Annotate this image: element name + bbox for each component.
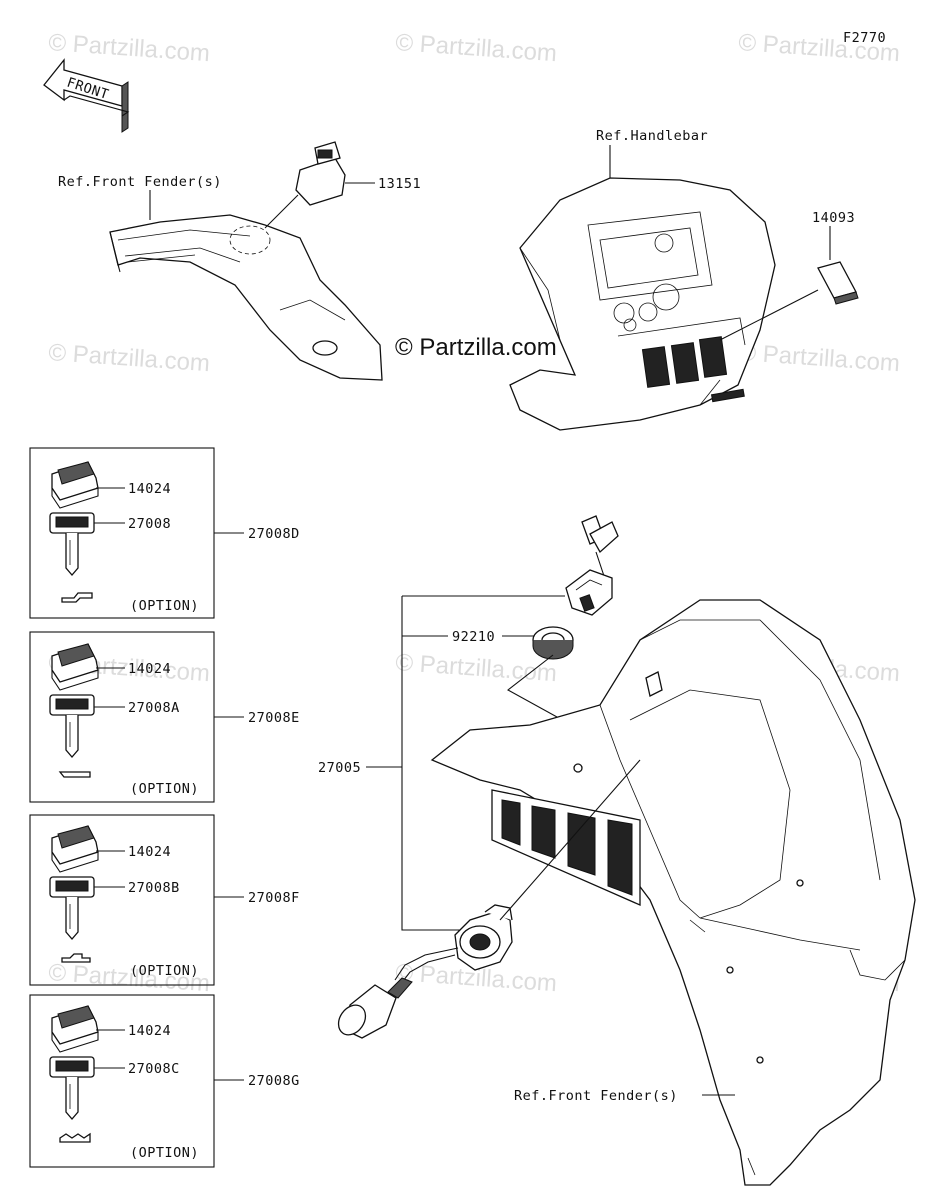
ignition-key-illustration xyxy=(565,515,619,616)
key-cap-part-number: 14024 xyxy=(128,481,171,497)
key-icon xyxy=(49,876,95,940)
watermark: © Partzilla.com xyxy=(738,339,901,377)
watermark: © Partzilla.com xyxy=(395,649,558,687)
option-label: (OPTION) xyxy=(130,1145,199,1161)
key-set-d: 14024 27008 (OPTION) 27008D xyxy=(29,447,300,619)
watermark: © Partzilla.com xyxy=(48,339,211,377)
front-fender-top-illustration xyxy=(109,214,383,381)
ref-handlebar: Ref.Handlebar xyxy=(596,128,708,144)
part-label-92210: 92210 xyxy=(452,629,495,645)
part-label-14093: 14093 xyxy=(812,210,855,226)
part-label-27005: 27005 xyxy=(318,760,361,776)
key-cap-part-number: 14024 xyxy=(128,1023,171,1039)
key-part-number: 27008C xyxy=(128,1061,180,1077)
watermark-main: © Partzilla.com xyxy=(395,334,557,361)
key-profile-icon xyxy=(61,592,93,603)
key-part-number: 27008 xyxy=(128,516,171,532)
figure-code: F2770 xyxy=(843,30,886,46)
key-set-list: 14024 27008 (OPTION) 27008D 14024 xyxy=(29,447,300,1168)
key-set-box xyxy=(29,994,215,1168)
key-set-e: 14024 27008A (OPTION) 27008E xyxy=(29,631,300,803)
key-icon xyxy=(49,694,95,758)
key-profile-icon xyxy=(59,1132,91,1143)
key-cap-part-number: 14024 xyxy=(128,844,171,860)
key-part-number: 27008B xyxy=(128,880,180,896)
option-label: (OPTION) xyxy=(130,963,199,979)
part-label-13151: 13151 xyxy=(378,176,421,192)
key-set-number: 27008D xyxy=(248,526,300,542)
key-set-box xyxy=(29,814,215,986)
front-fender-bottom-illustration xyxy=(430,599,916,1186)
key-cap-icon xyxy=(51,461,99,509)
key-icon xyxy=(49,1056,95,1120)
watermark: © Partzilla.com xyxy=(48,29,211,67)
ref-front-fender-bottom: Ref.Front Fender(s) xyxy=(514,1088,678,1104)
handlebar-cover-illustration xyxy=(509,177,776,431)
option-label: (OPTION) xyxy=(130,598,199,614)
ignition-switch-illustration xyxy=(337,904,513,1039)
key-part-number: 27008A xyxy=(128,700,180,716)
key-icon xyxy=(49,512,95,576)
key-cap-icon xyxy=(51,1005,99,1053)
ref-front-fender-top: Ref.Front Fender(s) xyxy=(58,174,222,190)
key-set-number: 27008F xyxy=(248,890,300,906)
key-set-number: 27008E xyxy=(248,710,300,726)
assembly-bracket xyxy=(401,596,468,931)
key-profile-icon xyxy=(61,953,91,963)
key-set-f: 14024 27008B (OPTION) 27008F xyxy=(29,814,300,986)
watermark: © Partzilla.com xyxy=(395,29,558,67)
key-cap-icon xyxy=(51,825,99,873)
key-set-number: 27008G xyxy=(248,1073,300,1089)
front-arrow-icon: FRONT xyxy=(43,58,130,133)
socket-13151-illustration xyxy=(264,141,346,229)
key-profile-icon xyxy=(58,771,91,778)
key-cap-icon xyxy=(51,643,99,691)
option-label: (OPTION) xyxy=(130,781,199,797)
key-cap-part-number: 14024 xyxy=(128,661,171,677)
key-set-g: 14024 27008C (OPTION) 27008G xyxy=(29,994,300,1168)
switch-cover-14093-illustration xyxy=(817,261,859,305)
nut-92210-illustration xyxy=(532,626,574,660)
